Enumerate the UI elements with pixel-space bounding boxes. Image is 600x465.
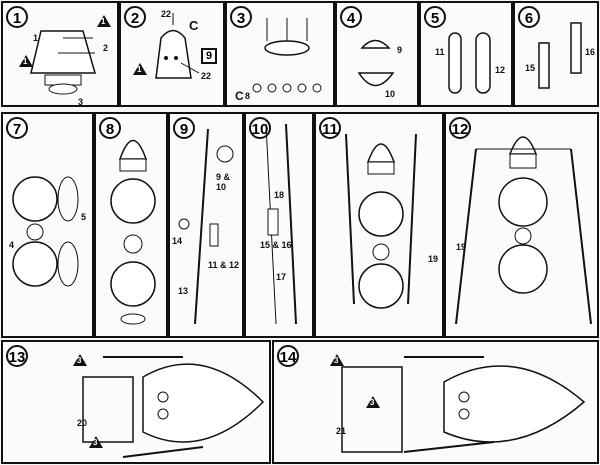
- part-label: 19: [456, 242, 467, 252]
- part-label: 9 & 10: [216, 172, 231, 192]
- hatch-drawing: [357, 39, 395, 87]
- step-panel-6: 6 15 16: [513, 1, 599, 107]
- warning-triangle: 3: [89, 436, 103, 448]
- warning-triangle: 3: [366, 396, 380, 408]
- step-panel-3: 3 C 8: [225, 1, 335, 107]
- part-label: 20: [77, 418, 88, 428]
- part-label: 12: [495, 65, 506, 75]
- part-label-boxed: 9: [201, 48, 218, 64]
- step-number: 12: [449, 117, 471, 139]
- leg-panel-drawing: [265, 123, 297, 325]
- step-panel-10: 10 18 15 & 16 17: [244, 112, 314, 338]
- part-label: 18: [274, 190, 285, 200]
- capsule-drawing: [155, 13, 200, 79]
- leg-frame-drawing-14: [341, 356, 586, 453]
- part-label: 1: [33, 33, 39, 43]
- leg-drawing: [178, 128, 234, 325]
- part-label: 11: [435, 47, 445, 57]
- part-label: 19: [428, 254, 439, 264]
- step-panel-14: 14 21 3 3: [272, 340, 599, 464]
- step-number: 7: [6, 117, 28, 139]
- part-label: 22: [161, 9, 172, 19]
- step-number: 2: [124, 6, 146, 28]
- step-panel-9: 9 9 & 10 14 11 & 12 13: [168, 112, 244, 338]
- step-panel-5: 5 11 12: [419, 1, 513, 107]
- engine-base-drawing: [252, 18, 322, 93]
- leg-frame-drawing-13: [82, 356, 265, 458]
- step-panel-8: 8: [94, 112, 168, 338]
- warning-triangle: 1: [97, 15, 111, 27]
- part-label: 14: [172, 236, 183, 246]
- part-label: 9: [397, 45, 403, 55]
- step-number: 9: [173, 117, 195, 139]
- warning-triangle: 3: [73, 354, 87, 366]
- warning-triangle: 1: [19, 55, 33, 67]
- step-number: 10: [249, 117, 271, 139]
- step-panel-2: 2 22 C 22 9 1: [119, 1, 225, 107]
- warning-triangle: 3: [330, 354, 344, 366]
- part-label: 8: [245, 91, 251, 101]
- step-number: 5: [424, 6, 446, 28]
- tank-drawing: [448, 32, 491, 94]
- step-panel-13: 13 20 3 3: [1, 340, 271, 464]
- part-label: 2: [103, 43, 109, 53]
- step-panel-11: 11 19: [314, 112, 444, 338]
- step-number: 3: [230, 6, 252, 28]
- stacked-vehicle-drawing: [110, 139, 156, 325]
- part-label: 3: [78, 97, 84, 107]
- step-number: 4: [340, 6, 362, 28]
- vehicle-with-legs-drawing: [345, 133, 417, 309]
- part-label: 15 & 16: [260, 240, 292, 250]
- step-number: 1: [6, 6, 28, 28]
- part-label: 15: [525, 63, 536, 73]
- warning-triangle: 1: [133, 63, 147, 75]
- step-number: 14: [277, 345, 299, 367]
- step-panel-4: 4 9 10: [335, 1, 419, 107]
- panel-drawing: [538, 22, 582, 89]
- part-label: 22: [201, 71, 212, 81]
- part-label: 5: [81, 212, 87, 222]
- part-label: 17: [276, 272, 287, 282]
- step-panel-7: 7 4 5: [1, 112, 94, 338]
- part-label: 4: [9, 240, 15, 250]
- part-label: C: [189, 18, 199, 33]
- step-panel-1: 1 1 2 3 1 1: [1, 1, 119, 107]
- part-label: 16: [585, 47, 596, 57]
- step-panel-12: 12 19: [444, 112, 599, 338]
- part-label: 21: [336, 426, 347, 436]
- final-vehicle-drawing: [455, 136, 592, 325]
- command-module-drawing: [30, 30, 96, 95]
- step-number: 11: [319, 117, 341, 139]
- sphere-assembly-drawing: [12, 176, 79, 287]
- part-label: 10: [385, 89, 396, 99]
- part-label: 13: [178, 286, 189, 296]
- step-number: 13: [6, 345, 28, 367]
- step-number: 6: [518, 6, 540, 28]
- part-label: 11 & 12: [208, 260, 240, 270]
- part-label: C: [235, 89, 244, 103]
- step-number: 8: [99, 117, 121, 139]
